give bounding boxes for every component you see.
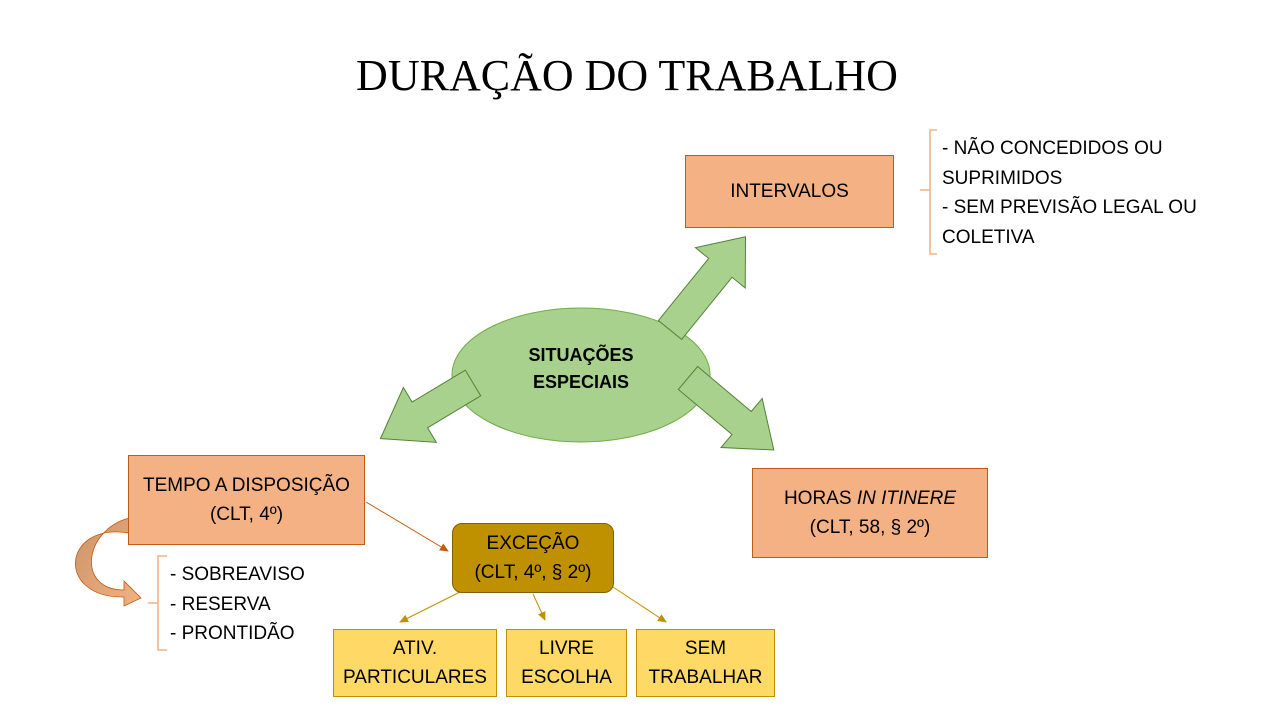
tempo-note-1: - SOBREAVISO — [170, 564, 305, 585]
intervalos-note-3: - SEM PREVISÃO LEGAL OU — [942, 197, 1197, 218]
intervalos-note-2: SUPRIMIDOS — [942, 167, 1063, 189]
excecao-to-sem-connector — [612, 586, 667, 623]
excecao-to-livre-connector — [532, 593, 546, 621]
tempo-line2: (CLT, 4º) — [209, 504, 284, 525]
excecao-box: EXCEÇÃO (CLT, 4º, § 2º) — [452, 523, 614, 593]
intervalos-box: INTERVALOS — [685, 155, 894, 228]
leaf-livre-line2: ESCOLHA — [521, 667, 612, 688]
intervalos-bracket — [920, 129, 937, 255]
leaf-ativ-line1: ATIV. — [392, 638, 438, 659]
tempo-box: TEMPO A DISPOSIÇÃO (CLT, 4º) — [128, 455, 365, 545]
arrow-to-intervalos — [657, 236, 747, 341]
leaf-sem-trabalhar: SEM TRABALHAR — [636, 629, 775, 697]
center-label-line1: SITUAÇÕES — [528, 345, 634, 365]
excecao-line2: (CLT, 4º, § 2º) — [474, 562, 592, 583]
horas-box: HORAS IN ITINERE (CLT, 58, § 2º) — [752, 468, 988, 558]
tempo-notes: - SOBREAVISO - RESERVA - PRONTIDÃO — [170, 560, 305, 649]
intervalos-label: INTERVALOS — [730, 181, 849, 202]
excecao-to-ativ-connector — [399, 587, 469, 623]
arrow-to-horas — [677, 365, 775, 451]
excecao-line1: EXCEÇÃO — [486, 533, 580, 554]
horas-prefix: HORAS — [783, 488, 857, 509]
leaf-ativ-line2: PARTICULARES — [343, 667, 487, 688]
tempo-to-excecao-connector — [365, 501, 449, 552]
center-ellipse — [451, 307, 711, 443]
horas-italic: IN ITINERE — [856, 488, 957, 509]
intervalos-note-4: COLETIVA — [942, 226, 1035, 248]
tempo-note-3: - PRONTIDÃO — [170, 623, 295, 644]
center-label-line2: ESPECIAIS — [532, 372, 630, 392]
leaf-livre-line1: LIVRE — [539, 638, 594, 659]
page-title: DURAÇÃO DO TRABALHO — [356, 51, 898, 100]
leaf-sem-line1: SEM — [684, 638, 727, 659]
leaf-livre-escolha: LIVRE ESCOLHA — [506, 629, 627, 697]
intervalos-note-1: - NÃO CONCEDIDOS OU — [942, 138, 1163, 159]
horas-line2: (CLT, 58, § 2º) — [809, 517, 931, 538]
tempo-bracket — [148, 555, 167, 651]
center-label: SITUAÇÕES ESPECIAIS — [452, 342, 710, 396]
leaf-sem-line2: TRABALHAR — [648, 667, 763, 688]
leaf-ativ-particulares: ATIV. PARTICULARES — [333, 629, 497, 697]
tempo-note-2: - RESERVA — [170, 593, 271, 615]
arrow-to-tempo — [379, 369, 482, 443]
curved-arrow — [75, 517, 142, 607]
horas-line1: HORAS IN ITINERE — [784, 484, 956, 513]
intervalos-notes: - NÃO CONCEDIDOS OU SUPRIMIDOS - SEM PRE… — [942, 134, 1197, 252]
tempo-line1: TEMPO A DISPOSIÇÃO — [143, 475, 350, 496]
